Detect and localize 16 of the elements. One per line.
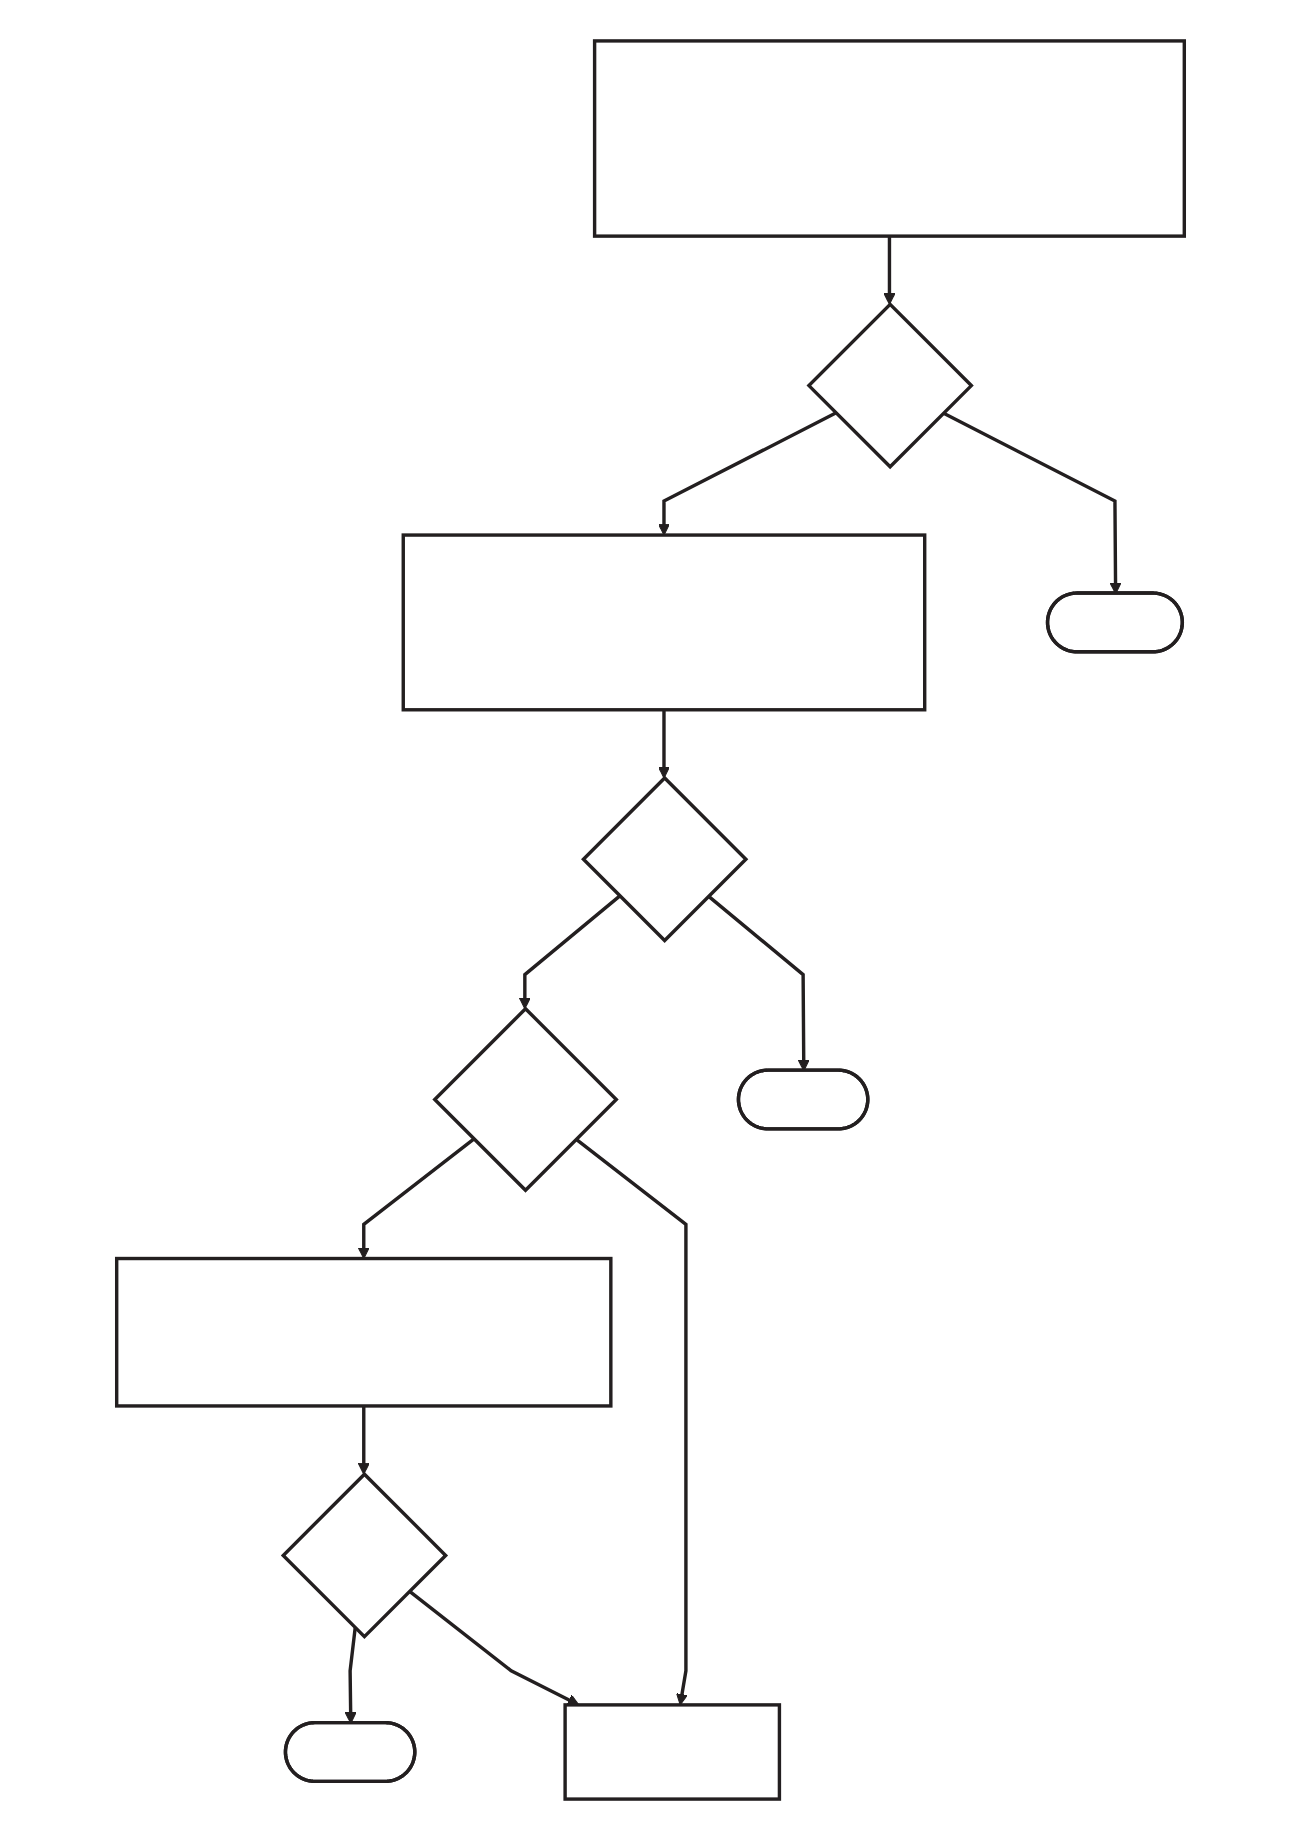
decision-diamond <box>432 1006 619 1193</box>
terminal-shape <box>736 1068 870 1131</box>
terminal-shape <box>283 1720 417 1784</box>
arrow <box>657 709 670 779</box>
decision-diamond <box>581 775 749 943</box>
process-box <box>401 533 927 712</box>
decision-diamond <box>806 301 974 470</box>
process-box <box>563 1703 782 1801</box>
arrow <box>883 236 896 305</box>
decision-diamond <box>280 1471 449 1640</box>
arrow <box>657 411 837 536</box>
arrow <box>518 894 621 1010</box>
terminal-shape <box>1045 591 1185 654</box>
process-box <box>592 39 1186 238</box>
arrow <box>357 1405 370 1475</box>
process-box <box>115 1256 613 1408</box>
